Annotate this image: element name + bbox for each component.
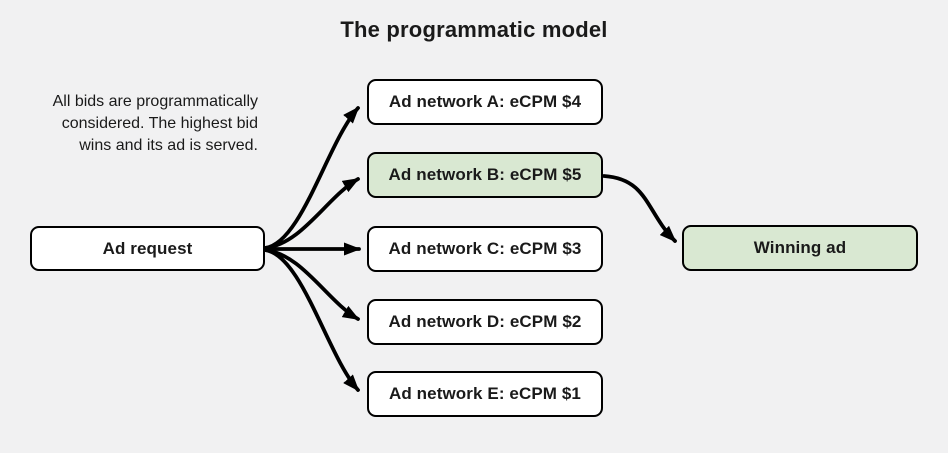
description-line: wins and its ad is served. xyxy=(79,137,258,154)
arrow-network-b-to-winning xyxy=(602,174,677,243)
arrow-request-to-network-d xyxy=(263,248,360,321)
arrow-request-to-network-e xyxy=(263,248,360,392)
description-line: All bids are programmatically xyxy=(52,93,258,110)
node-ad-request: Ad request xyxy=(30,226,265,271)
node-ad-network-d: Ad network D: eCPM $2 xyxy=(367,299,603,345)
node-ad-network-b: Ad network B: eCPM $5 xyxy=(367,152,603,198)
description-line: considered. The highest bid xyxy=(61,115,258,132)
arrow-request-to-network-a xyxy=(263,106,360,250)
node-ad-network-a: Ad network A: eCPM $4 xyxy=(367,79,603,125)
diagram-title: The programmatic model xyxy=(340,17,608,42)
node-ad-network-e: Ad network E: eCPM $1 xyxy=(367,371,603,417)
description-text: All bids are programmatically considered… xyxy=(8,91,258,157)
node-ad-network-c: Ad network C: eCPM $3 xyxy=(367,226,603,272)
node-winning-ad: Winning ad xyxy=(682,225,918,271)
arrow-request-to-network-b xyxy=(263,177,360,250)
